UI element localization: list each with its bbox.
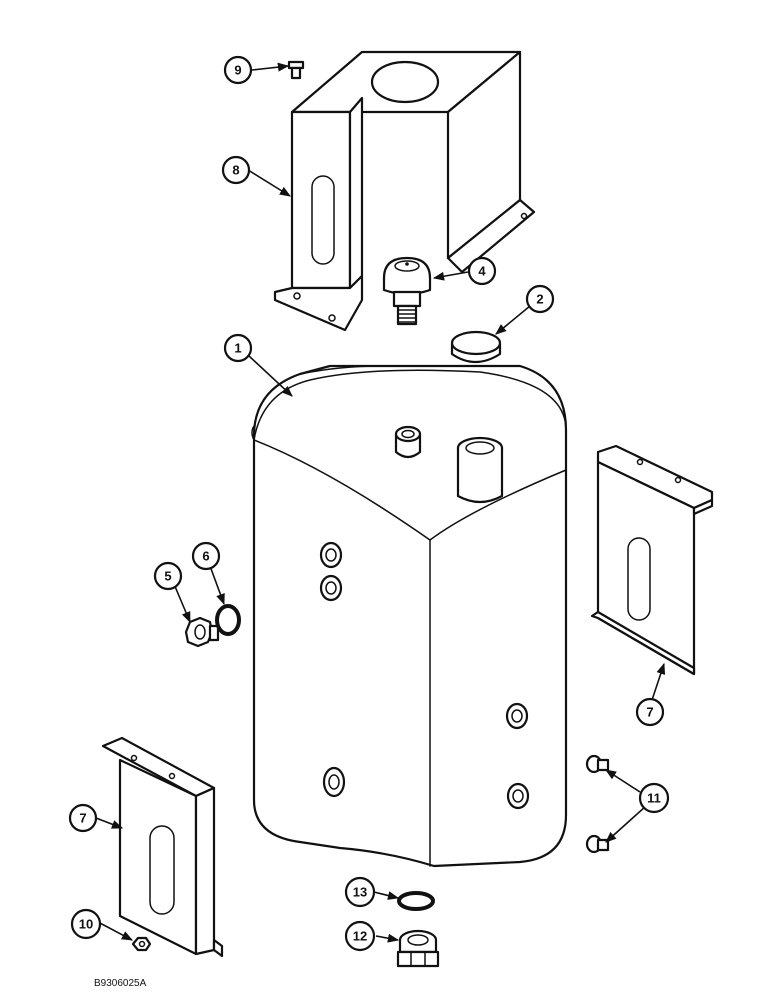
plug: [184, 616, 220, 648]
svg-text:7: 7: [79, 811, 86, 826]
callout-12: 12: [344, 920, 376, 952]
hydraulic-tank: [251, 364, 568, 868]
callout-2: 2: [525, 284, 555, 314]
callout-7-right: 7: [635, 697, 665, 727]
svg-text:7: 7: [646, 705, 653, 720]
callout-13: 13: [344, 876, 376, 908]
drawing-code: B9306025A: [94, 978, 147, 989]
svg-text:6: 6: [202, 549, 209, 564]
svg-text:4: 4: [478, 264, 486, 279]
svg-text:11: 11: [647, 791, 661, 806]
bracket-left: [101, 736, 224, 958]
breather-cap: [382, 256, 432, 326]
svg-text:2: 2: [536, 292, 543, 307]
callout-11: 11: [638, 782, 670, 814]
nut: [131, 936, 152, 952]
svg-text:9: 9: [234, 63, 241, 78]
cap: [450, 330, 502, 364]
o-ring-side: [215, 604, 241, 636]
o-ring-drain: [397, 891, 435, 911]
svg-text:13: 13: [353, 885, 367, 900]
svg-text:5: 5: [164, 569, 171, 584]
callout-4: 4: [467, 256, 497, 286]
screw-upper: [585, 754, 610, 774]
callout-10: 10: [70, 908, 102, 940]
svg-text:12: 12: [353, 929, 367, 944]
bracket-upper: [273, 50, 536, 332]
drain-plug: [396, 929, 440, 968]
callout-1: 1: [223, 333, 253, 363]
bracket-right: [590, 444, 714, 676]
callout-5: 5: [153, 561, 183, 591]
svg-text:8: 8: [232, 163, 239, 178]
callout-9: 9: [223, 55, 253, 85]
svg-text:1: 1: [234, 341, 241, 356]
svg-text:10: 10: [79, 917, 93, 932]
screw-lower: [585, 834, 610, 854]
callout-8: 8: [221, 155, 251, 185]
bolt: [287, 60, 305, 80]
callout-6: 6: [191, 541, 221, 571]
callout-7-left: 7: [68, 803, 98, 833]
leader-lines: [95, 62, 666, 943]
